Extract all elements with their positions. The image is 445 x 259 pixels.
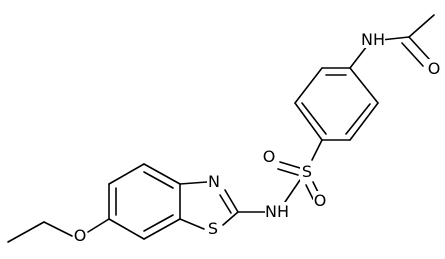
bond-ph-5	[294, 67, 323, 104]
bond-carbonyl-n	[380, 36, 410, 41]
atom-o-sulfonyl-right-label: O	[314, 191, 327, 210]
bond-ch2-ch3	[7, 221, 45, 243]
bond-s-o-left-2	[277, 168, 299, 176]
bond-o-ch2	[43, 221, 73, 237]
atom-nh-acetamide-label: NH	[361, 30, 385, 49]
bond-s-o-left-1	[279, 161, 301, 169]
bond-methyl-carbonyl	[408, 14, 435, 38]
atom-nh-sulfonamide: NH	[265, 202, 289, 221]
bond-ph-4	[294, 102, 323, 141]
bond-n3-c3a	[179, 181, 208, 185]
bond-bz-5-inner	[143, 214, 174, 232]
bond-s-o-right-2	[305, 184, 314, 200]
bond-ph-2	[349, 102, 379, 141]
bond-ph-2-inner	[345, 103, 371, 135]
bond-c7a-s1	[179, 218, 205, 230]
atom-layer: NH O S O O NH N S	[73, 30, 441, 245]
atom-o-carbonyl: O	[427, 59, 441, 78]
bond-c2-n3	[224, 189, 239, 213]
bond-ph-4-inner	[301, 102, 327, 135]
atom-o-ether-label: O	[74, 226, 87, 245]
bond-ph-1	[349, 67, 379, 104]
bond-c6-o	[87, 218, 110, 233]
bond-n-ring	[349, 45, 368, 69]
atom-nh-sulfonamide-label: NH	[265, 202, 289, 221]
atom-s-thiazole-label: S	[208, 219, 218, 238]
atom-o-sulfonyl-left-label: O	[263, 147, 276, 166]
bond-carbonyl-o-1	[408, 36, 431, 61]
bond-bz-5	[143, 218, 181, 240]
bond-bz-1-inner	[143, 171, 174, 189]
atom-o-carbonyl-label: O	[428, 59, 441, 78]
atom-n-thiazole: N	[207, 172, 221, 191]
bond-bz-2	[108, 163, 145, 185]
bond-c2-n3-inner	[219, 194, 232, 214]
bond-s-n	[284, 179, 301, 203]
atom-o-ether: O	[73, 226, 87, 245]
bond-carbonyl-o-2	[401, 42, 424, 67]
atom-o-sulfonyl-right: O	[313, 191, 327, 210]
atom-n-thiazole-label: N	[208, 172, 220, 191]
bond-s1-c2	[222, 211, 239, 226]
atom-nh-acetamide: NH	[361, 30, 385, 49]
bond-bz-4	[108, 218, 145, 240]
atom-s-thiazole: S	[206, 219, 220, 238]
bond-bz-1	[143, 163, 181, 185]
atom-s-sulfonyl: S	[300, 162, 314, 181]
atom-s-sulfonyl-label: S	[302, 162, 312, 181]
bond-layer	[7, 14, 435, 243]
bond-ring-s	[311, 139, 323, 161]
atom-o-sulfonyl-left: O	[262, 147, 276, 166]
